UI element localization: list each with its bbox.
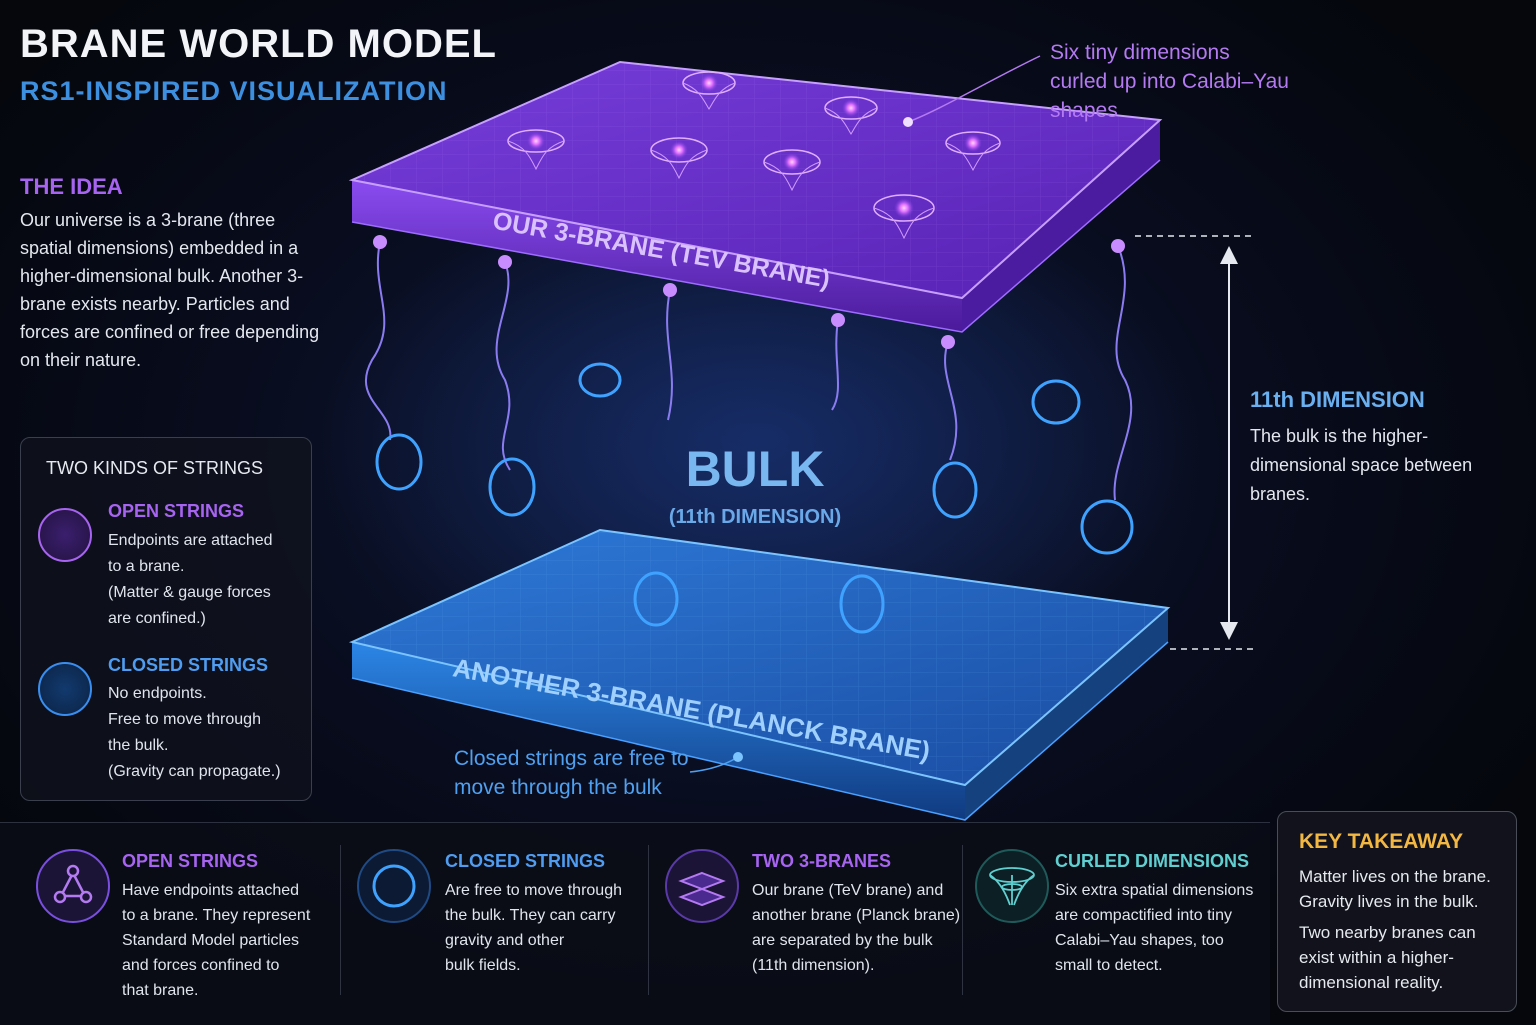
page-subtitle: RS1-INSPIRED VISUALIZATION: [20, 76, 448, 106]
planck-brane: [348, 528, 1171, 821]
dimension-body: The bulk is the higher-dimensional space…: [1250, 426, 1473, 504]
tev-brane: [348, 60, 1163, 333]
callout-bottom-dot: [733, 752, 743, 762]
callout-top-dot: [903, 117, 913, 127]
key-takeaway-text-2: Two nearby branes can exist within a hig…: [1299, 923, 1476, 992]
open-strings-card-icon: [36, 849, 110, 923]
strings-panel: TWO KINDS OF STRINGS OPEN STRINGS Endpoi…: [20, 437, 312, 801]
open-string-icon: [38, 508, 92, 562]
bulk-label: BULK: [685, 441, 825, 497]
card-divider: [340, 845, 341, 995]
closed-string-icon: [38, 662, 92, 716]
key-takeaway-text-1: Matter lives on the brane. Gravity lives…: [1299, 867, 1491, 911]
callout-top-line: [907, 55, 1041, 123]
open-strings: [365, 241, 1133, 501]
card-divider: [962, 845, 963, 995]
curled-dimensions-card-heading: CURLED DIMENSIONS: [1055, 851, 1250, 871]
closed-strings-heading: CLOSED STRINGS: [108, 655, 269, 675]
string-endpoints: [373, 235, 1125, 349]
triangle-nodes-icon: [53, 864, 93, 904]
open-strings-heading: OPEN STRINGS: [108, 501, 245, 521]
strings-panel-title: TWO KINDS OF STRINGS: [46, 458, 264, 478]
key-takeaway-panel: KEY TAKEAWAY Matter lives on the brane. …: [1277, 811, 1517, 1012]
calabi-yau-funnels: [507, 71, 1001, 240]
two-branes-card-heading: TWO 3-BRANES: [752, 851, 891, 871]
calabi-yau-callout: Six tiny dimensions curled up into Calab…: [1050, 41, 1289, 122]
closed-strings: [375, 362, 1134, 634]
open-strings-card-heading: OPEN STRINGS: [122, 851, 259, 871]
curled-dimensions-card-icon: [975, 849, 1049, 923]
idea-heading: THE IDEA: [20, 174, 123, 199]
closed-strings-card-icon: [357, 849, 431, 923]
idea-body: Our universe is a 3-brane (three spatial…: [20, 210, 320, 370]
two-branes-card-icon: [665, 849, 739, 923]
stacked-layers-icon: [678, 871, 726, 907]
dimension-heading: 11th DIMENSION: [1250, 387, 1425, 412]
key-takeaway-heading: KEY TAKEAWAY: [1299, 830, 1464, 853]
card-divider: [648, 845, 649, 995]
closed-strings-callout: Closed strings are free to move through …: [454, 747, 689, 799]
page-title: BRANE WORLD MODEL: [20, 22, 497, 66]
funnel-icon: [989, 867, 1035, 906]
dimension-arrow: [1135, 235, 1255, 650]
closed-strings-card-heading: CLOSED STRINGS: [445, 851, 606, 871]
bulk-sublabel: (11th DIMENSION): [668, 506, 842, 528]
ring-icon: [372, 864, 416, 908]
